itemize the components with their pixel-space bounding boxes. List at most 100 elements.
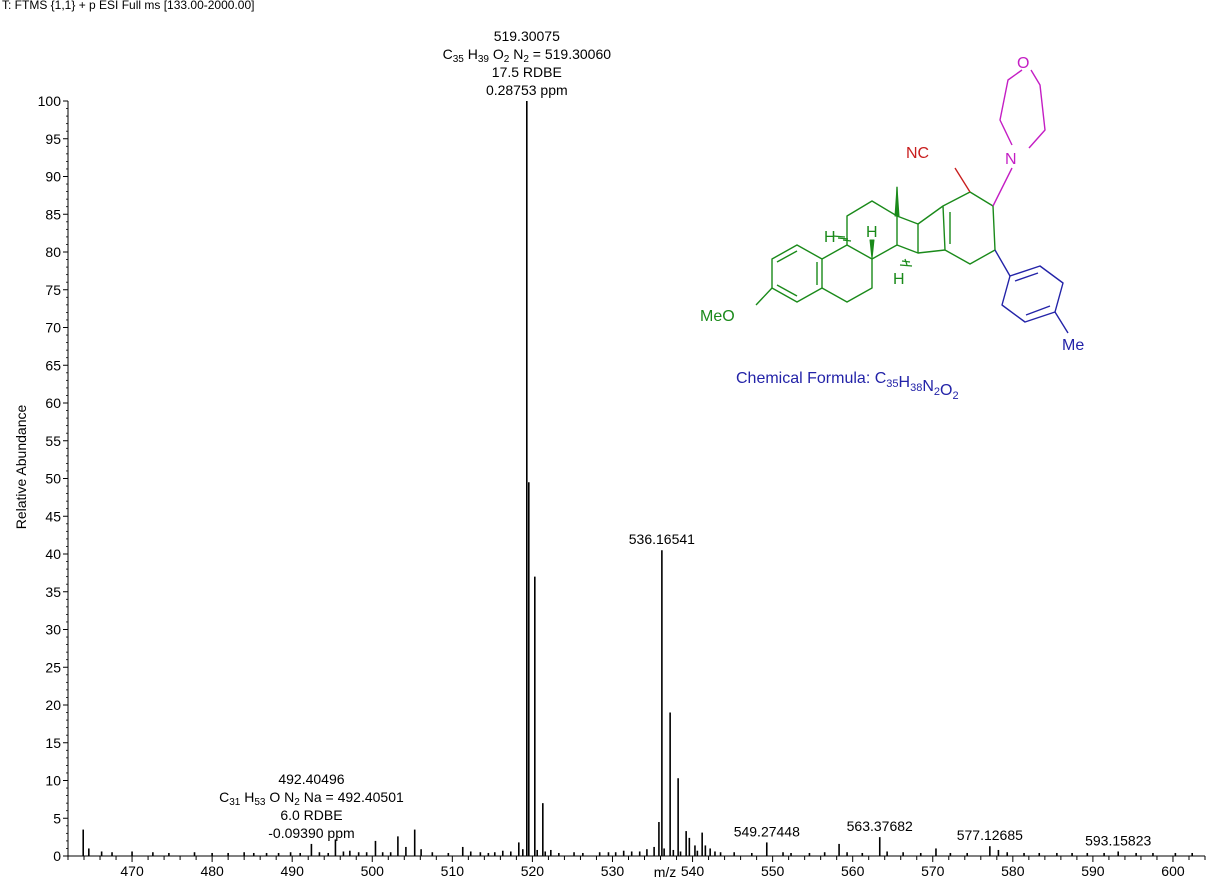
element-symbol: C <box>443 46 453 62</box>
peak-label-line: 492.40496 <box>278 771 344 787</box>
peak-label-line: C31 H53 O N2 Na = 492.40501 <box>219 789 404 808</box>
formula-part: = <box>326 789 338 805</box>
element-symbol: H <box>899 374 911 391</box>
peak-label-line: 536.16541 <box>629 531 695 547</box>
x-tick-label: 580 <box>1001 863 1025 879</box>
oxygen-label: O <box>1017 55 1029 72</box>
x-tick-label: 570 <box>921 863 945 879</box>
formula-part: Na <box>304 789 326 805</box>
chemical-formula-caption: Chemical Formula: C35H38N2O2 <box>736 370 959 402</box>
y-tick-label: 0 <box>53 848 61 864</box>
y-tick-label: 55 <box>45 433 61 449</box>
x-tick-label: 560 <box>841 863 865 879</box>
peak-label-line: -0.09390 ppm <box>268 825 354 841</box>
x-tick-label: 590 <box>1081 863 1105 879</box>
element-count: 2 <box>294 797 300 808</box>
x-tick-label: 480 <box>200 863 224 879</box>
peak-label-line: 519.30075 <box>494 28 560 44</box>
x-tick-label: 550 <box>761 863 785 879</box>
peak-label-line: 563.37682 <box>847 818 913 834</box>
element-symbol: C <box>875 370 887 387</box>
hash-bond <box>832 235 913 267</box>
y-tick-label: 60 <box>45 395 61 411</box>
element-count: 39 <box>478 54 490 65</box>
nitrile-label: NC <box>906 145 929 162</box>
element-count: 2 <box>934 386 940 398</box>
x-axis: 470 480 490 500 510 520 530 540 550 560 570 580 590 6… <box>67 855 1206 879</box>
x-tick-label: 530 <box>601 863 625 879</box>
peak-label-line: 6.0 RDBE <box>280 807 342 823</box>
y-tick-label: 75 <box>45 282 61 298</box>
x-tick-label: 490 <box>281 863 305 879</box>
fused-aromatic-ring-drawing <box>942 191 996 265</box>
hydrogen-label: H <box>893 271 905 288</box>
x-tick-label: 510 <box>441 863 465 879</box>
y-tick-label: 85 <box>45 206 61 222</box>
nitrile-bond <box>954 167 971 193</box>
peak-label-line: 17.5 RDBE <box>492 64 562 80</box>
y-tick-label: 15 <box>45 735 61 751</box>
tolyl-group-drawing <box>994 249 1069 334</box>
formula-part: = <box>533 46 545 62</box>
hydrogen-label: H <box>824 229 836 246</box>
steroid-core-drawing <box>755 187 946 306</box>
peak-label-line: 0.28753 ppm <box>486 82 568 98</box>
peaks-layer <box>82 101 1193 856</box>
y-tick-label: 25 <box>45 659 61 675</box>
peak-label-line: C35 H39 O2 N2 = 519.30060 <box>443 46 612 65</box>
element-symbol: O <box>940 382 952 399</box>
methyl-label: Me <box>1062 337 1084 354</box>
element-symbol: N <box>513 46 523 62</box>
formula-part: 492.40501 <box>338 789 404 805</box>
y-tick-label: 100 <box>38 93 62 109</box>
y-tick-label: 80 <box>45 244 61 260</box>
x-tick-label: 500 <box>361 863 385 879</box>
element-count: 35 <box>453 54 465 65</box>
y-tick-label: 90 <box>45 169 61 185</box>
y-tick-label: 65 <box>45 357 61 373</box>
structure-atom-labels: MeO Me NC N O H H H <box>700 55 1084 354</box>
y-axis-label: Relative Abundance <box>13 405 29 530</box>
y-tick-label: 20 <box>45 697 61 713</box>
methoxy-label: MeO <box>700 308 735 325</box>
element-symbol: N <box>284 789 294 805</box>
hydrogen-label: H <box>866 224 878 241</box>
y-tick-label: 95 <box>45 131 61 147</box>
element-symbol: H <box>468 46 478 62</box>
element-count: 2 <box>523 54 529 65</box>
formula-part: O <box>269 789 284 805</box>
x-tick-label: 470 <box>120 863 144 879</box>
element-count: 31 <box>229 797 241 808</box>
x-tick-label: 520 <box>521 863 545 879</box>
formula-part: 519.30060 <box>545 46 611 62</box>
element-symbol: C <box>219 789 229 805</box>
y-tick-label: 70 <box>45 320 61 336</box>
peak-label-line: 577.12685 <box>957 827 1023 843</box>
spectrum-header: T: FTMS {1,1} + p ESI Full ms [133.00-20… <box>2 0 254 12</box>
x-tick-label: 600 <box>1161 863 1185 879</box>
element-count: 35 <box>886 378 898 390</box>
y-axis: 0510152025303540455055606570758085909510… <box>38 93 69 864</box>
y-tick-label: 5 <box>53 810 61 826</box>
wedge-bond <box>894 186 900 217</box>
y-tick-label: 45 <box>45 508 61 524</box>
element-count: 2 <box>504 54 510 65</box>
x-tick-label: 540 <box>681 863 705 879</box>
element-symbol: O <box>493 46 504 62</box>
chemical-formula: C35H38N2O2 <box>875 370 959 402</box>
element-count: 38 <box>910 382 922 394</box>
peak-label-line: 593.15823 <box>1085 832 1151 848</box>
y-tick-label: 30 <box>45 622 61 638</box>
wedge-bond <box>869 239 875 260</box>
morpholine-ring-drawing <box>992 69 1046 207</box>
y-tick-label: 10 <box>45 773 61 789</box>
peak-label-line: 549.27448 <box>734 823 800 839</box>
y-tick-label: 40 <box>45 546 61 562</box>
element-symbol: N <box>922 378 934 395</box>
element-symbol: H <box>244 789 254 805</box>
y-tick-label: 35 <box>45 584 61 600</box>
x-axis-label: m/z <box>654 864 677 880</box>
chemical-structure-diagram <box>755 69 1069 334</box>
